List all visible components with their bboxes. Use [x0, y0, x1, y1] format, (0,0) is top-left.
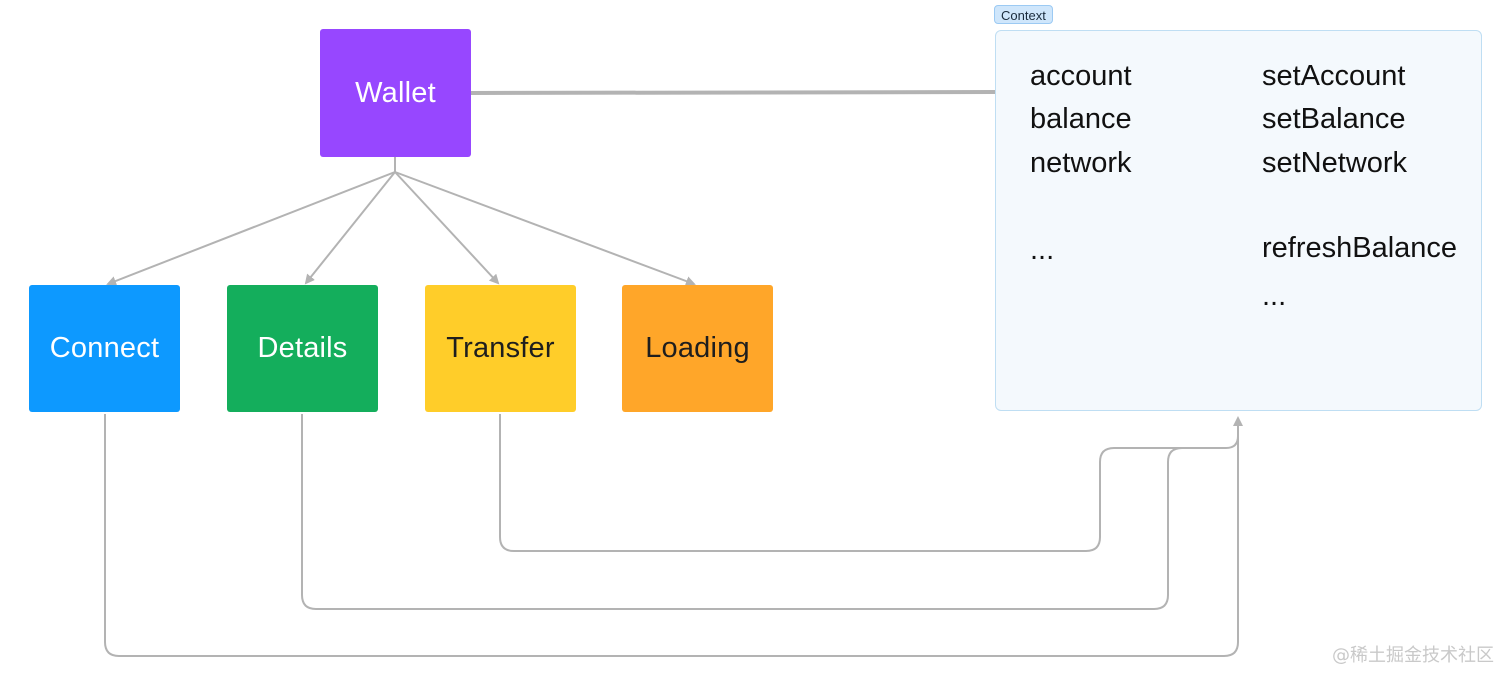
- details-context-link: [301, 414, 1183, 610]
- connect-context-link: [104, 414, 1243, 657]
- context-state-item: network: [1030, 147, 1132, 179]
- transfer-label: Transfer: [446, 332, 555, 364]
- wallet-context-link: [470, 90, 997, 95]
- transfer-context-link: [499, 414, 1239, 552]
- arrow-to-loading: [394, 171, 696, 286]
- watermark: @稀土掘金技术社区: [1332, 645, 1494, 666]
- context-box[interactable]: [995, 30, 1482, 411]
- context-state-item: account: [1030, 60, 1132, 92]
- context-setter-item: ...: [1262, 280, 1287, 312]
- context-state-item: balance: [1030, 103, 1132, 135]
- connect-label: Connect: [49, 332, 160, 364]
- transfer-node[interactable]: Transfer: [425, 285, 576, 412]
- context-setter-item: refreshBalance: [1262, 232, 1458, 264]
- details-node[interactable]: Details: [227, 285, 378, 412]
- context-tag[interactable]: Context: [994, 5, 1053, 24]
- context-setter-item: setBalance: [1262, 103, 1406, 135]
- arrow-to-connect: [106, 171, 396, 286]
- arrow-to-details: [304, 171, 396, 285]
- context-setter-item: setNetwork: [1262, 147, 1408, 179]
- loading-node[interactable]: Loading: [622, 285, 773, 412]
- loading-label: Loading: [645, 332, 750, 364]
- wallet-label: Wallet: [355, 76, 436, 109]
- connect-node[interactable]: Connect: [29, 285, 180, 412]
- arrow-to-transfer: [394, 171, 500, 285]
- wallet-node[interactable]: Wallet: [320, 29, 471, 157]
- details-label: Details: [257, 332, 348, 364]
- context-setter-item: setAccount: [1262, 60, 1406, 92]
- context-state-item: ...: [1030, 234, 1055, 266]
